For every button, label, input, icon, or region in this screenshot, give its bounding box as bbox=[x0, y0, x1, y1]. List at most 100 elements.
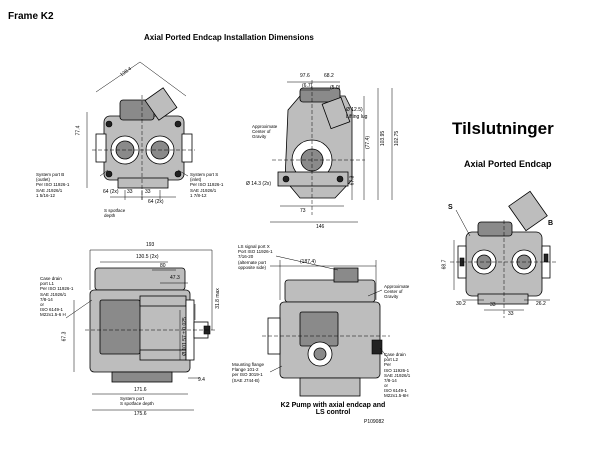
dim-label: 73 bbox=[300, 208, 306, 214]
dim-label: 30.2 bbox=[456, 301, 466, 307]
system-port-line: System port bbox=[120, 396, 145, 401]
dim-label: 80 bbox=[160, 263, 166, 269]
dim-label: 193 bbox=[146, 242, 155, 248]
case-drain-l1-note: Case drain port L1 Per ISO 11926-1 SAE J… bbox=[40, 276, 73, 317]
case-drain-line: or bbox=[384, 383, 389, 389]
cog-note: Approximate Center of Gravity bbox=[252, 124, 277, 140]
dim-label: 33 bbox=[145, 189, 151, 195]
case-drain-line: M22x1.5-6H bbox=[384, 393, 409, 399]
port-b-note: System port B (outlet) Per ISO 11926-1 S… bbox=[36, 172, 69, 198]
port-s-line: Per ISO 11926-1 bbox=[190, 182, 224, 188]
side-view-drawing bbox=[65, 249, 215, 411]
dim-label: 47.3 bbox=[170, 275, 180, 281]
dim-label: (6.7) bbox=[302, 83, 313, 89]
case-drain-line: Per bbox=[384, 362, 392, 368]
case-drain-line: SAE J1926/1 bbox=[384, 372, 411, 378]
case-drain-line: Per ISO 11926-1 bbox=[40, 286, 74, 292]
dim-label: 146 bbox=[316, 224, 325, 230]
case-drain-line: SAE J1926/1 bbox=[40, 291, 67, 297]
case-drain-line: ISO 6149-1 bbox=[384, 388, 408, 394]
bolt-dimension: Ø 14.3 (2x) bbox=[246, 181, 272, 187]
port-s-line: 1 7/8-12 bbox=[190, 192, 207, 198]
dim-label: 33 bbox=[127, 189, 133, 195]
dim-label: 175.6 bbox=[134, 411, 147, 417]
port-b-line: 1 5/16-12 bbox=[36, 192, 56, 198]
drawing-id: P109082 bbox=[364, 419, 385, 425]
dim-label: 67.3 bbox=[61, 331, 68, 342]
port-b-line: Per ISO 11926-1 bbox=[36, 182, 70, 188]
case-drain-line: port L2 bbox=[384, 357, 399, 363]
case-drain-line: 7/8-14 bbox=[40, 296, 53, 302]
rear-view-drawing bbox=[270, 80, 393, 223]
dim-label: 26.2 bbox=[536, 301, 546, 307]
system-port-line: S spotface depth bbox=[120, 401, 154, 407]
dim-label: 68.2 bbox=[324, 73, 334, 79]
port-s-line: (inlet) bbox=[190, 177, 202, 183]
spotface-line: depth bbox=[104, 213, 116, 219]
dim-label: 9.4 bbox=[198, 377, 205, 383]
hole-dimension: Ø 12.5) bbox=[346, 107, 363, 113]
port-b-letter: B bbox=[548, 220, 554, 227]
dim-label: 68.7 bbox=[441, 259, 448, 270]
height-dimension: 77.4 bbox=[75, 125, 82, 136]
mounting-line: Mounting flange bbox=[232, 362, 265, 367]
ls-line: opposite side) bbox=[238, 264, 267, 270]
front-view-drawing bbox=[86, 61, 195, 200]
mounting-line: Flange 101-2 bbox=[232, 367, 259, 373]
ls-line: Port ISO 11926-1 bbox=[238, 249, 273, 255]
side-title: Tilslutninger bbox=[452, 119, 554, 138]
case-drain-line: ISO 6149-1 bbox=[40, 307, 64, 313]
thumbnail-drawing bbox=[450, 190, 558, 318]
ls-cog-note: Approximate Center of Gravity bbox=[384, 284, 409, 300]
cog-line: Center of bbox=[252, 129, 271, 135]
dim-label: 130.5 (2x) bbox=[136, 254, 159, 260]
dim-label: 103.95 bbox=[380, 130, 387, 147]
dim-label: 33 bbox=[490, 302, 496, 308]
port-b-line: System port B bbox=[36, 172, 65, 177]
dim-label: (187.4) bbox=[300, 259, 316, 265]
cog-line: Gravity bbox=[252, 134, 267, 140]
system-port-note: System port S spotface depth bbox=[120, 396, 154, 406]
frame-label: Frame K2 bbox=[8, 11, 54, 22]
case-drain-line: 7/8-14 bbox=[384, 377, 397, 383]
dim-label: 64 (2x) bbox=[148, 199, 164, 205]
ls-line: 7/16-20 bbox=[238, 254, 254, 260]
dim-label: (77.4) bbox=[365, 135, 372, 150]
cog-line: Approximate bbox=[384, 284, 410, 289]
flange-dimension: 31.8 max bbox=[214, 288, 221, 309]
case-drain-line: M22x1.5-6 H bbox=[40, 312, 66, 318]
ls-line: LS signal port X bbox=[238, 244, 270, 249]
ls-signal-note: LS signal port X Port ISO 11926-1 7/16-2… bbox=[238, 244, 273, 270]
case-drain-line: port L1 bbox=[40, 281, 55, 287]
shaft-dimension: Ø 101.57 ± 0.025 bbox=[181, 317, 188, 356]
mounting-flange-note: Mounting flange Flange 101-2 per ISO 301… bbox=[232, 362, 264, 383]
port-s-note: System port S (inlet) Per ISO 11926-1 SA… bbox=[190, 172, 223, 198]
dim-label: 97.6 bbox=[300, 73, 310, 79]
case-drain-line: ISO 11926-1 bbox=[384, 367, 410, 373]
bottom-caption: K2 Pump with axial endcap and LS control bbox=[280, 402, 386, 416]
main-title: Axial Ported Endcap Installation Dimensi… bbox=[144, 33, 314, 42]
ls-view-drawing bbox=[262, 255, 390, 397]
port-s-line: System port S bbox=[190, 172, 219, 177]
side-subtitle: Axial Ported Endcap bbox=[464, 159, 552, 169]
spotface-note: S spotface depth bbox=[104, 208, 125, 218]
dim-label: 33 bbox=[508, 311, 514, 317]
case-drain-line: Case drain bbox=[384, 352, 406, 357]
spotface-line: S spotface bbox=[104, 208, 126, 213]
port-b-line: (outlet) bbox=[36, 177, 51, 183]
cog-line: Center of bbox=[384, 289, 403, 295]
ls-line: (alternate port bbox=[238, 259, 267, 265]
case-drain-l2-note: Case drain port L2 Per ISO 11926-1 SAE J… bbox=[384, 352, 410, 399]
mounting-line: per ISO 3019-1 bbox=[232, 372, 263, 378]
dim-label: 171.6 bbox=[134, 387, 147, 393]
dim-label: (5.0) bbox=[330, 85, 341, 91]
case-drain-line: Case drain bbox=[40, 276, 62, 281]
port-s-line: SAE J1926/1 bbox=[190, 187, 217, 193]
case-drain-line: or bbox=[40, 301, 45, 307]
port-s-letter: S bbox=[448, 204, 453, 211]
dim-label: 67.3 bbox=[349, 175, 356, 186]
cog-line: Approximate bbox=[252, 124, 278, 129]
port-b-line: SAE J1926/1 bbox=[36, 187, 63, 193]
